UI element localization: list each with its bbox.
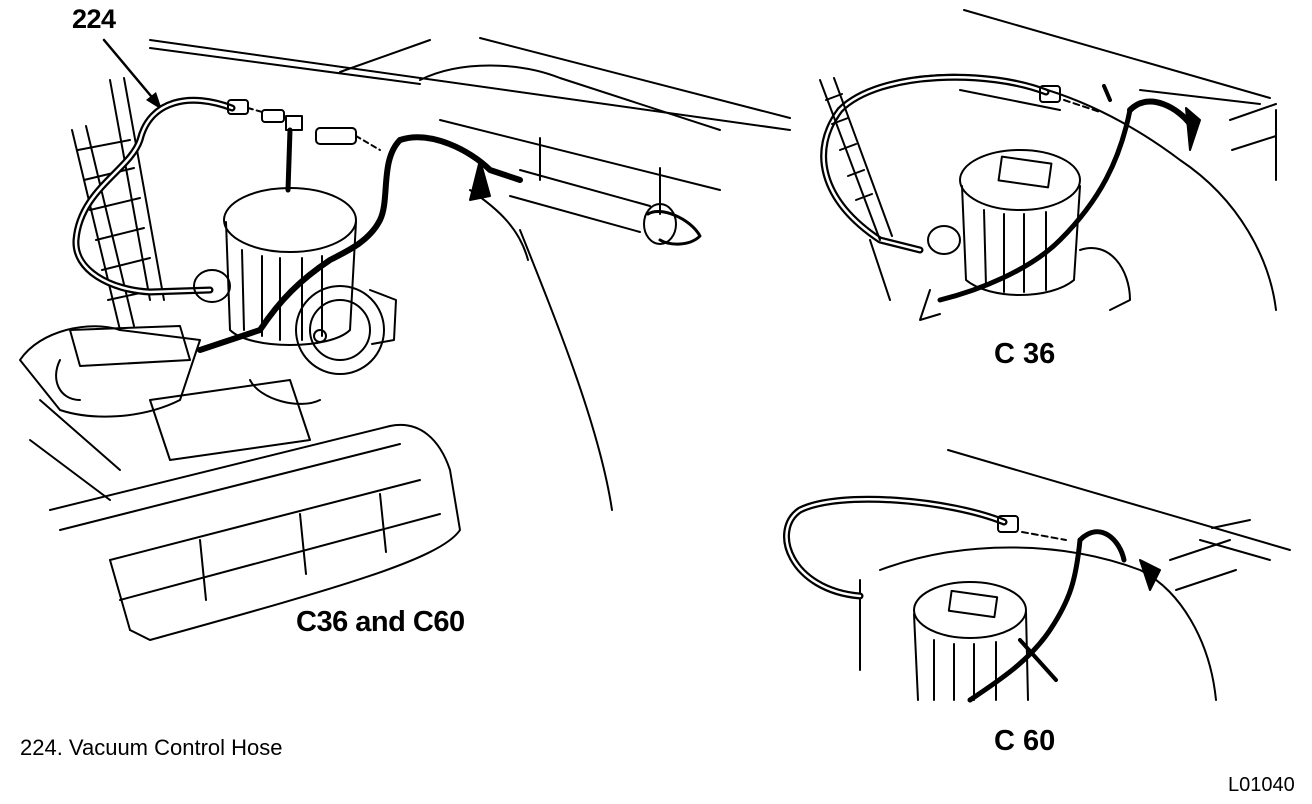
throttle-body [193,187,397,375]
c36-detail-view [819,9,1277,321]
main-engine-view [19,37,791,641]
vapor-canister-tube [469,137,702,246]
intake-manifold [19,325,321,501]
callout-number-224: 224 [72,4,116,34]
legend-vacuum-control-hose: 224. Vacuum Control Hose [20,735,283,760]
valve-cover [49,423,461,641]
fender-bracket [71,77,165,331]
c60-vacuum-hose [783,495,1127,703]
caption-c36-view: C 36 [994,338,1056,370]
c36-vacuum-hose [820,73,1193,303]
c36-fender-spring [819,77,893,301]
c36-throttle-body [919,103,1277,321]
figure-id: L01040 [1228,774,1295,796]
c60-detail-view [783,449,1291,703]
c36-body-lines [899,9,1277,311]
firewall-lines [149,37,791,511]
caption-c60-view: C 60 [994,725,1056,757]
callout-leader-arrow [102,38,162,110]
c60-throttle-body [913,519,1251,701]
caption-main-view: C36 and C60 [296,606,465,638]
vacuum-control-hose-224 [72,96,523,353]
